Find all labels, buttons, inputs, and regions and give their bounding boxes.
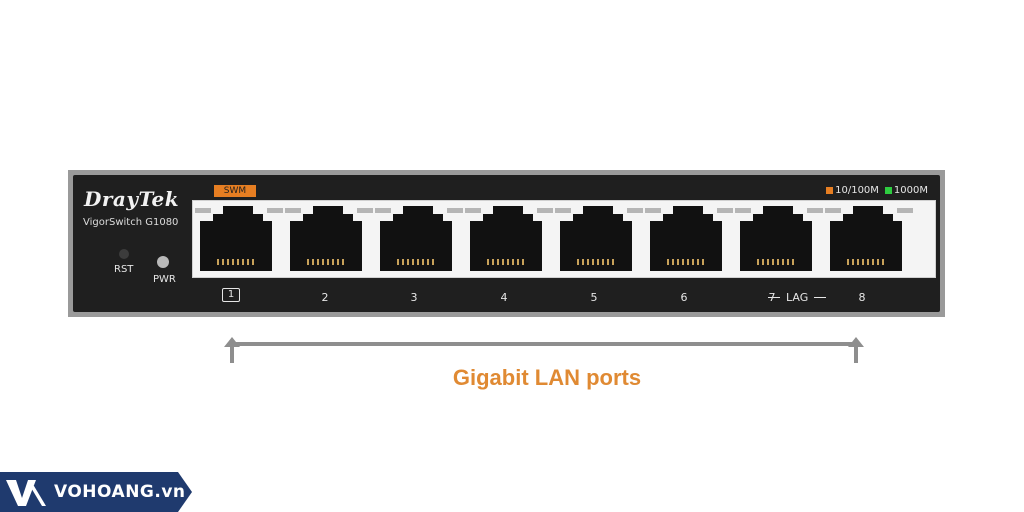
rj45-jack-icon xyxy=(200,221,272,271)
activity-led-icon xyxy=(807,208,823,213)
lan-port-7[interactable] xyxy=(735,203,825,275)
switch-front-panel: DrayTek VigorSwitch G1080 RST PWR SWM 10… xyxy=(73,175,940,312)
lan-port-2[interactable] xyxy=(285,203,375,275)
legend-item-1000m: 1000M xyxy=(884,185,928,196)
link-led-icon xyxy=(195,208,211,213)
lan-port-1[interactable] xyxy=(195,203,285,275)
port-number-2: 2 xyxy=(321,291,329,304)
green-square-icon xyxy=(884,187,892,194)
lag-dash-left xyxy=(768,297,780,298)
activity-led-icon xyxy=(537,208,553,213)
vohoang-logo-icon[interactable] xyxy=(0,472,192,512)
lan-port-5[interactable] xyxy=(555,203,645,275)
brand-logo: DrayTek xyxy=(84,187,180,211)
swm-badge: SWM xyxy=(214,185,256,197)
lag-dash-right xyxy=(814,297,827,298)
activity-led-icon xyxy=(447,208,463,213)
power-led-icon xyxy=(157,256,169,268)
port-range-arrow-icon xyxy=(224,337,864,363)
rj45-jack-icon xyxy=(650,221,722,271)
legend-item-10-100m: 10/100M xyxy=(826,185,879,196)
activity-led-icon xyxy=(357,208,373,213)
lag-label: LAG xyxy=(786,291,809,304)
port-number-6: 6 xyxy=(680,291,688,304)
activity-led-icon xyxy=(627,208,643,213)
link-led-icon xyxy=(465,208,481,213)
lag-indicator: LAG xyxy=(768,291,827,304)
port-number-8: 8 xyxy=(858,291,866,304)
lan-port-8[interactable] xyxy=(825,203,915,275)
port-number-5: 5 xyxy=(590,291,598,304)
rj45-jack-icon xyxy=(560,221,632,271)
link-led-icon xyxy=(375,208,391,213)
reset-label: RST xyxy=(114,264,134,275)
rj45-jack-icon xyxy=(290,221,362,271)
orange-square-icon xyxy=(826,187,834,194)
speed-legend: 10/100M 1000M xyxy=(826,185,928,196)
link-led-icon xyxy=(645,208,661,213)
activity-led-icon xyxy=(267,208,283,213)
port-number-4: 4 xyxy=(500,291,508,304)
link-led-icon xyxy=(555,208,571,213)
link-led-icon xyxy=(735,208,751,213)
model-name: VigorSwitch G1080 xyxy=(83,217,179,228)
port-number-3: 3 xyxy=(410,291,418,304)
port-number-1: 1 xyxy=(222,288,240,302)
rj45-jack-icon xyxy=(380,221,452,271)
rj45-jack-icon xyxy=(470,221,542,271)
switch-chassis: DrayTek VigorSwitch G1080 RST PWR SWM 10… xyxy=(68,170,945,317)
activity-led-icon xyxy=(897,208,913,213)
rj45-jack-icon xyxy=(830,221,902,271)
power-label: PWR xyxy=(153,274,176,285)
lan-port-6[interactable] xyxy=(645,203,735,275)
link-led-icon xyxy=(825,208,841,213)
lan-port-band xyxy=(192,200,936,278)
lan-port-4[interactable] xyxy=(465,203,555,275)
rj45-jack-icon xyxy=(740,221,812,271)
watermark-text: VOHOANG.vn xyxy=(54,482,186,502)
caption: Gigabit LAN ports xyxy=(452,365,642,390)
activity-led-icon xyxy=(717,208,733,213)
link-led-icon xyxy=(285,208,301,213)
reset-button[interactable] xyxy=(119,249,129,259)
lan-port-3[interactable] xyxy=(375,203,465,275)
